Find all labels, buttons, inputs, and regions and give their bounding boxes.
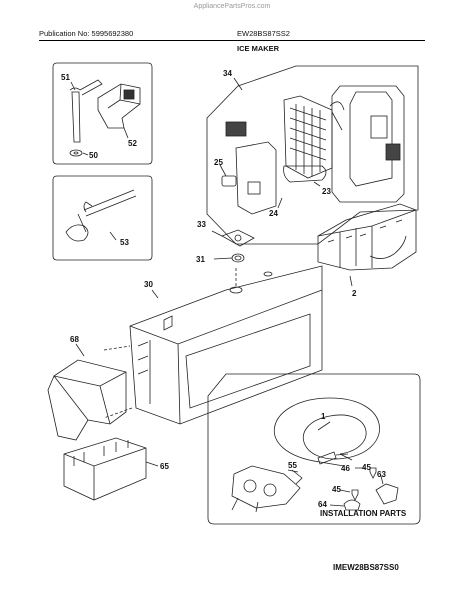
switch-part (221, 175, 237, 187)
screw-45-lower (351, 489, 359, 501)
mold-part (283, 165, 327, 183)
ice-maker-assembly (317, 203, 417, 271)
ice-bin-housing (129, 265, 323, 425)
callout-25: 25 (214, 158, 223, 167)
gasket-part (221, 229, 255, 247)
inset-box-tube-clamp (52, 175, 153, 261)
inset-box-fill-tube (52, 62, 153, 165)
tube-cover-part (97, 83, 141, 129)
fill-tube-part (69, 87, 81, 143)
model-number: EW28BS87SS2 (237, 29, 290, 38)
callout-50: 50 (89, 151, 98, 160)
callout-31: 31 (196, 255, 205, 264)
clip-64 (343, 499, 361, 511)
callout-1: 1 (321, 412, 326, 421)
publication-number: Publication No: 5995692380 (39, 29, 134, 38)
clamp-63 (375, 483, 399, 505)
tube-clamp-part (65, 189, 137, 242)
compression-fitting (317, 451, 349, 465)
callout-33: 33 (197, 220, 206, 229)
callout-2: 2 (352, 289, 357, 298)
callout-51: 51 (61, 73, 70, 82)
section-title: ICE MAKER (237, 44, 280, 53)
callout-53: 53 (120, 238, 129, 247)
installation-parts-box (207, 373, 421, 525)
callout-46: 46 (341, 464, 350, 473)
watermark-text: AppliancePartsPros.com (193, 3, 271, 10)
installation-parts-label: INSTALLATION PARTS (320, 509, 407, 518)
callout-34: 34 (223, 69, 232, 78)
callout-45-upper: 45 (362, 463, 371, 472)
callout-63: 63 (377, 470, 386, 479)
mold-cover-part (349, 91, 393, 187)
callout-64: 64 (318, 500, 327, 509)
callout-23: 23 (322, 187, 331, 196)
callout-24: 24 (269, 209, 278, 218)
grommet-part (231, 253, 245, 263)
callout-55: 55 (288, 461, 297, 470)
callout-45-lower: 45 (332, 485, 341, 494)
front-cover-part (235, 141, 277, 215)
callout-30: 30 (144, 280, 153, 289)
water-supply-line (273, 397, 380, 463)
callout-65: 65 (160, 462, 169, 471)
callout-68: 68 (70, 335, 79, 344)
water-valve (231, 465, 301, 509)
diagram-code: IMEW28BS87SS0 (333, 563, 399, 572)
ice-bin-65 (63, 437, 147, 501)
washer-part (69, 149, 83, 157)
header-rule (39, 40, 425, 41)
callout-52: 52 (128, 139, 137, 148)
screw-45-upper (369, 467, 377, 479)
inset-box-ice-maker-kit (206, 65, 419, 245)
